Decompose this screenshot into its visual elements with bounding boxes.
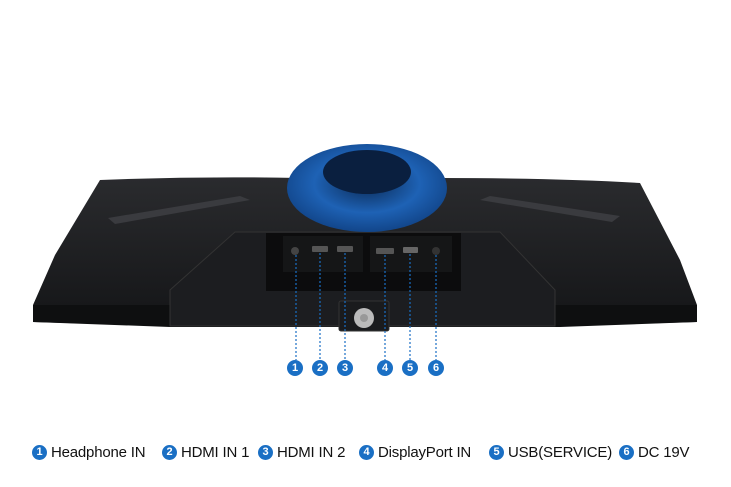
joystick-center <box>360 314 368 322</box>
callout-5: 5 <box>402 360 418 376</box>
displayport-port <box>376 248 394 254</box>
hdmi-port-2 <box>337 246 353 252</box>
headphone-port <box>291 247 299 255</box>
legend-number: 4 <box>359 444 374 460</box>
legend-label: DC 19V <box>638 443 690 461</box>
hdmi-port-1 <box>312 246 328 252</box>
legend-label: USB(SERVICE) <box>508 443 613 461</box>
stand-mount-center <box>323 150 411 194</box>
callout-4: 4 <box>377 360 393 376</box>
callout-3: 3 <box>337 360 353 376</box>
legend-number: 5 <box>489 444 504 460</box>
legend-label: Headphone IN <box>51 443 146 461</box>
dc-port <box>432 247 440 255</box>
light-strip-right <box>480 196 620 222</box>
callout-6: 6 <box>428 360 444 376</box>
legend-label: DisplayPort IN <box>378 443 472 461</box>
legend-number: 3 <box>258 444 273 460</box>
legend-number: 2 <box>162 444 177 460</box>
legend-number: 1 <box>32 444 47 460</box>
usb-port <box>403 247 418 253</box>
legend-label: HDMI IN 1 <box>181 443 250 461</box>
legend-number: 6 <box>619 444 634 460</box>
callout-2: 2 <box>312 360 328 376</box>
light-strip-left <box>108 196 250 224</box>
callout-lines <box>295 253 437 360</box>
legend-label: HDMI IN 2 <box>277 443 346 461</box>
callout-1: 1 <box>287 360 303 376</box>
